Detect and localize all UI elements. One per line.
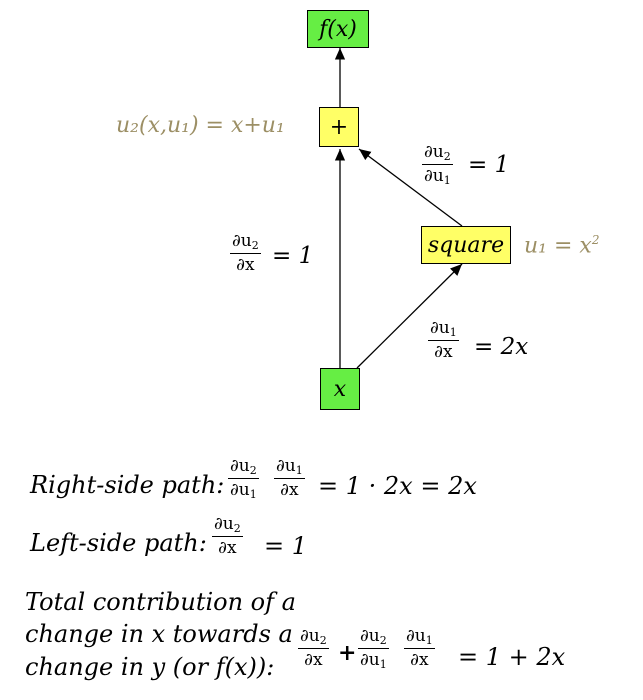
edge-value-du2-dx: = 1 <box>272 243 314 269</box>
right-path-frac-du1-dx: ∂u1 ∂x <box>274 456 305 500</box>
edge-value-du1-dx: = 2x <box>474 334 529 360</box>
total-plus: + <box>338 640 357 666</box>
frac-denominator: ∂x <box>236 255 255 275</box>
left-path-value: = 1 <box>264 532 308 560</box>
right-path-label: Right-side path: <box>30 471 225 499</box>
edge-label-du2-du1: ∂u2 ∂u1 <box>422 144 453 186</box>
edge-x-to-square <box>356 263 463 369</box>
frac-numerator: ∂u2 <box>232 231 259 252</box>
total-frac-du2-du1: ∂u2 ∂u1 <box>358 626 389 671</box>
total-line-2: change in x towards a <box>25 620 293 648</box>
total-line-3: change in y (or f(x)): <box>25 653 275 681</box>
left-path-frac-du2-dx: ∂u2 ∂x <box>212 514 243 558</box>
fx-node: f(x) <box>307 10 369 48</box>
edge-square-to-plus <box>358 148 463 227</box>
total-line-1: Total contribution of a <box>25 588 296 616</box>
x-node: x <box>320 368 360 410</box>
edge-label-du1-dx: ∂u1 ∂x <box>428 320 459 361</box>
edge-value-du2-du1: = 1 <box>468 152 510 178</box>
frac-denominator: ∂x <box>434 342 453 362</box>
frac-denominator: ∂u1 <box>424 166 451 187</box>
u1-definition-exponent: 2 <box>591 233 600 247</box>
u2-definition: u₂(x,u₁) = x+u₁ <box>116 113 285 138</box>
total-frac-du2-dx: ∂u2 ∂x <box>298 626 329 670</box>
plus-node: + <box>319 107 359 147</box>
right-path-value: = 1 · 2x = 2x <box>318 472 477 500</box>
right-path-frac-du2-du1: ∂u2 ∂u1 <box>228 456 259 501</box>
total-value: = 1 + 2x <box>458 643 566 671</box>
frac-numerator: ∂u1 <box>430 318 457 339</box>
square-node: square <box>421 226 511 264</box>
left-path-label: Left-side path: <box>30 529 207 557</box>
frac-numerator: ∂u2 <box>424 142 451 163</box>
u1-definition-base: u₁ = x <box>524 233 592 259</box>
total-frac-du1-dx: ∂u1 ∂x <box>404 626 435 670</box>
edge-label-du2-dx: ∂u2 ∂x <box>230 233 261 274</box>
u1-definition: u₁ = x2 <box>524 233 599 258</box>
